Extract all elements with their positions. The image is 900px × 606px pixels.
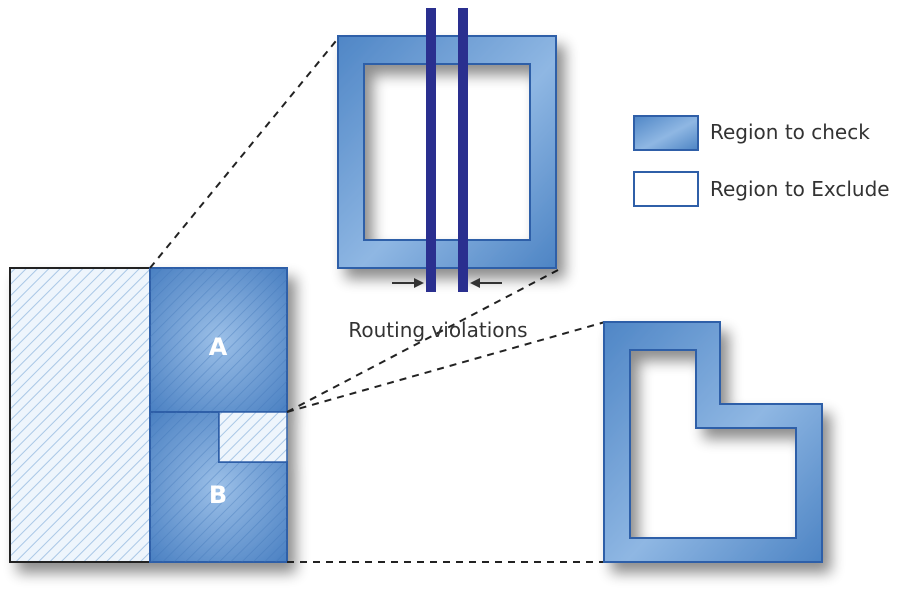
routing-violations-label: Routing violations (348, 318, 527, 342)
callout-lines (149, 35, 606, 563)
arrow-left-pointing-icon (470, 278, 480, 288)
arrow-right-pointing-icon (414, 278, 424, 288)
legend: Region to check Region to Exclude (633, 115, 890, 207)
region-a-label: A (209, 333, 228, 361)
callout-line-bottom-top (286, 321, 606, 413)
legend-exclude-label: Region to Exclude (710, 177, 890, 201)
violation-arrows (392, 278, 502, 288)
callout-line-top-left (149, 35, 341, 269)
layout-block (9, 267, 288, 563)
excluded-region-left (9, 267, 151, 563)
region-a-hatch (150, 268, 287, 412)
zoom-ring-top (337, 35, 557, 269)
region-b-label: B (209, 481, 227, 509)
routing-wire-right (458, 8, 468, 292)
region-b-hatch (150, 412, 287, 562)
legend-check-label: Region to check (710, 120, 870, 144)
legend-check-swatch (633, 115, 699, 151)
legend-exclude-swatch (633, 171, 699, 207)
check-ring (337, 35, 557, 269)
routing-wire-left (426, 8, 436, 292)
zoom-ring-bottom (603, 321, 823, 563)
excluded-notch (218, 411, 288, 463)
check-ring-l-shape (603, 321, 823, 563)
